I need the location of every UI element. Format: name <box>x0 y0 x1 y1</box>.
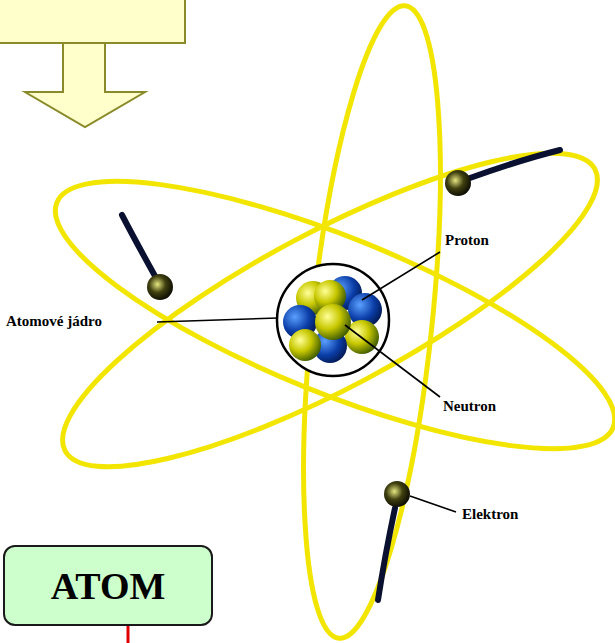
part-label: Neutron <box>441 398 498 415</box>
orbit <box>28 130 615 499</box>
down-arrow <box>25 43 145 127</box>
electron <box>384 481 410 507</box>
nucleus-ring <box>277 264 389 376</box>
electron-tail <box>122 215 155 276</box>
leaders <box>157 252 456 512</box>
leader-line <box>410 496 456 512</box>
title-box: ATOM <box>3 545 213 626</box>
part-label: Atomové jádro <box>4 313 104 330</box>
red-line <box>127 626 130 643</box>
nucleus <box>283 276 382 363</box>
part-label: Elektron <box>460 506 520 523</box>
electron-tail <box>378 508 395 600</box>
electron <box>445 170 471 196</box>
electron <box>147 274 173 300</box>
leader-line <box>157 318 278 322</box>
leader-line <box>362 252 440 300</box>
part-label: Proton <box>443 232 491 249</box>
box-title: ATOM <box>51 564 166 608</box>
electron-tail <box>470 150 560 178</box>
top-box <box>0 0 185 43</box>
leader-line <box>345 325 440 397</box>
orbit <box>279 0 465 643</box>
orbit <box>28 100 615 519</box>
